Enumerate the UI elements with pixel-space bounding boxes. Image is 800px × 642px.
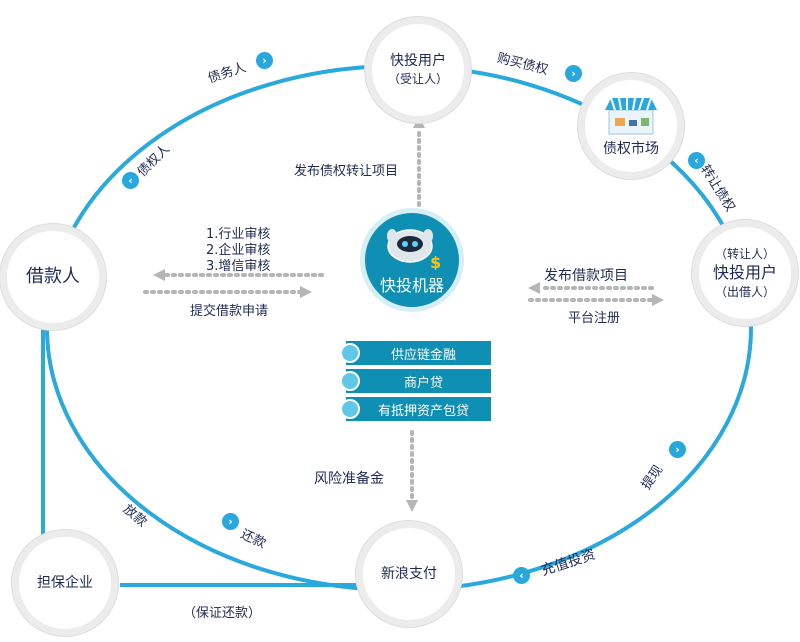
node-top-main: 快投用户 <box>390 53 446 70</box>
bullet-dot <box>340 343 360 363</box>
label-publish-transfer: 发布债权转让项目 <box>294 164 399 179</box>
review-item: 3.增信审核 <box>206 259 271 274</box>
bullet-dot <box>340 371 360 391</box>
label-risk-reserve: 风险准备金 <box>314 471 384 487</box>
node-guarantor-main: 担保企业 <box>37 574 93 591</box>
arrowhead-from-lender <box>528 282 540 294</box>
arrow-right-badge-icon: › <box>565 65 582 82</box>
label-guarantee-repay: （保证还款） <box>183 606 262 621</box>
arrowhead-to-borrower <box>153 269 165 281</box>
review-item: 1.行业审核 <box>206 227 271 242</box>
arrowhead-to-center <box>300 286 312 298</box>
arrow-right-badge-icon: › <box>222 513 239 530</box>
arrow-up-badge-icon: › <box>669 441 686 458</box>
node-borrower: 借款人 <box>0 224 106 330</box>
node-right-user: （转让人） 快投用户 （出借人） <box>692 220 798 326</box>
product-bar-3: 有抵押资产包贷 <box>340 397 491 421</box>
arrow-left-badge-icon: ‹ <box>688 152 705 169</box>
node-borrower-main: 借款人 <box>26 265 80 287</box>
review-item: 2.企业审核 <box>206 243 271 258</box>
arrow-left-badge-icon: ‹ <box>513 567 530 584</box>
center-machine-label: 快投机器 <box>379 276 444 295</box>
product-label: 有抵押资产包贷 <box>377 403 469 419</box>
label-reviews: 1.行业审核 2.企业审核 3.增信审核 <box>206 227 270 275</box>
node-top-user: 快投用户 （受让人） <box>365 17 471 123</box>
node-top-sub: （受让人） <box>387 72 448 87</box>
arrowhead-to-bottom <box>406 500 418 512</box>
market-label: 债权市场 <box>603 140 659 157</box>
arrow-left-badge-icon: ‹ <box>122 172 139 189</box>
node-guarantor: 担保企业 <box>12 530 118 636</box>
center-machine: $ 快投机器 <box>360 208 464 312</box>
bullet-dot <box>340 399 360 419</box>
node-right-top: （转让人） <box>714 247 775 262</box>
arrow-right-badge-icon: › <box>256 52 273 69</box>
node-claims-market: 债权市场 <box>578 73 684 179</box>
product-bar-1: 供应链金融 <box>340 341 491 365</box>
arrowhead-to-lender <box>652 294 664 306</box>
node-sina-pay: 新浪支付 <box>356 521 462 627</box>
svg-text:$: $ <box>430 253 441 270</box>
label-register: 平台注册 <box>568 311 621 326</box>
node-sina-pay-main: 新浪支付 <box>381 565 437 582</box>
label-submit-loan: 提交借款申请 <box>190 304 269 319</box>
node-right-main: 快投用户 <box>712 263 777 283</box>
market-stall-icon <box>605 97 657 135</box>
product-label: 供应链金融 <box>390 347 456 363</box>
product-label: 商户贷 <box>403 375 443 391</box>
node-right-sub: （出借人） <box>714 284 775 299</box>
label-publish-loan: 发布借款项目 <box>544 268 628 284</box>
product-bar-2: 商户贷 <box>340 369 491 393</box>
robot-mascot-icon: $ <box>387 229 441 270</box>
